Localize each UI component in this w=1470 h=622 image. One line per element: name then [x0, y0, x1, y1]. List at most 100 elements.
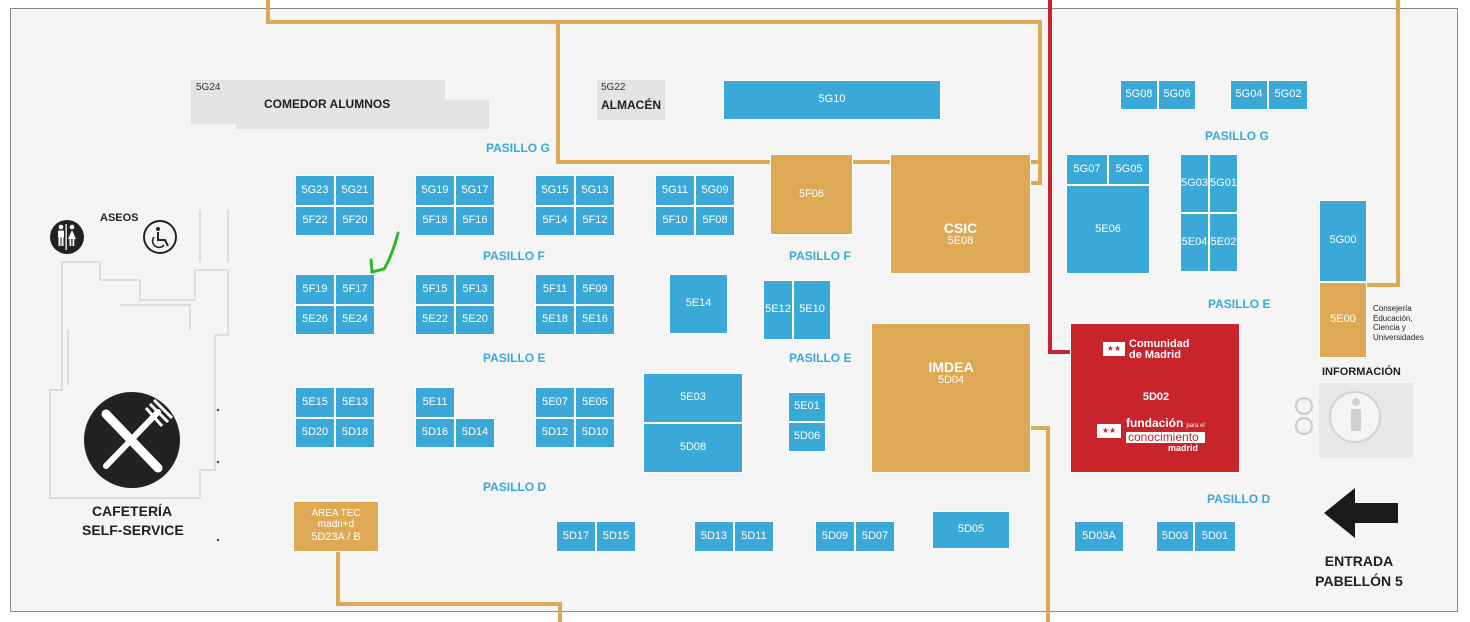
stand-5d11[interactable]: 5D11: [734, 521, 774, 552]
stand-5d10[interactable]: 5D10: [575, 418, 615, 448]
stand-5d05[interactable]: 5D05: [932, 511, 1010, 549]
stand-csic-name: CSIC: [943, 219, 978, 236]
stand-5e11[interactable]: 5E11: [415, 387, 455, 418]
stand-5d07[interactable]: 5D07: [855, 521, 895, 552]
fundacion-word: fundación: [1126, 416, 1184, 430]
stand-5f15[interactable]: 5F15: [415, 274, 455, 305]
stand-5f10[interactable]: 5F10: [655, 206, 695, 236]
stand-5g06[interactable]: 5G06: [1158, 80, 1196, 110]
area-tec-title: ÁREA TEC: [311, 508, 361, 520]
stand-5d16[interactable]: 5D16: [415, 418, 455, 448]
stand-5f06[interactable]: 5F06: [770, 154, 853, 235]
stand-5f08[interactable]: 5F08: [695, 206, 735, 236]
stand-5g17[interactable]: 5G17: [455, 175, 495, 206]
cafeteria-label-2: SELF-SERVICE: [82, 522, 184, 538]
stand-5e10[interactable]: 5E10: [793, 280, 831, 340]
stand-5e26[interactable]: 5E26: [295, 305, 335, 335]
stand-5e01[interactable]: 5E01: [788, 392, 826, 422]
stand-5e18[interactable]: 5E18: [535, 305, 575, 335]
stand-imdea[interactable]: IMDEA 5D04: [871, 323, 1031, 473]
comunidad-name-1: Comunidad: [1129, 338, 1190, 350]
wheelchair-icon: [143, 220, 177, 254]
stand-5f13[interactable]: 5F13: [455, 274, 495, 305]
stand-5f18[interactable]: 5F18: [415, 206, 455, 236]
stand-5g19[interactable]: 5G19: [415, 175, 455, 206]
fundacion-madrid: madrid: [1168, 443, 1199, 453]
stand-5g02[interactable]: 5G02: [1268, 80, 1308, 110]
stand-area-tec[interactable]: ÁREA TEC madri+d 5D23A / B: [293, 501, 379, 552]
stand-5g13[interactable]: 5G13: [575, 175, 615, 206]
route-line-gold: [266, 0, 1042, 185]
stand-5g07[interactable]: 5G07: [1066, 154, 1108, 185]
stand-5d09[interactable]: 5D09: [815, 521, 855, 552]
stand-5e22[interactable]: 5E22: [415, 305, 455, 335]
almacen-code-label: 5G22: [601, 82, 626, 93]
stand-5g05[interactable]: 5G05: [1108, 154, 1150, 185]
stand-5f09[interactable]: 5F09: [575, 274, 615, 305]
stand-comunidad-code: 5D02: [1142, 391, 1170, 403]
building-outline: [49, 210, 229, 499]
stand-5g23[interactable]: 5G23: [295, 175, 335, 206]
stand-5d17[interactable]: 5D17: [556, 521, 596, 552]
corridor-e-label: PASILLO E: [789, 351, 852, 365]
stand-5f19[interactable]: 5F19: [295, 274, 335, 305]
stand-5e07[interactable]: 5E07: [535, 387, 575, 418]
stand-5f16[interactable]: 5F16: [455, 206, 495, 236]
stand-5d03[interactable]: 5D03: [1156, 521, 1194, 552]
stand-5g01[interactable]: 5G01: [1209, 154, 1238, 213]
consejeria-label: Consejería Educación, Ciencia y Universi…: [1373, 304, 1424, 342]
stand-5d01[interactable]: 5D01: [1194, 521, 1236, 552]
stand-5g21[interactable]: 5G21: [335, 175, 375, 206]
stand-5d08[interactable]: 5D08: [643, 423, 743, 473]
stand-5f11[interactable]: 5F11: [535, 274, 575, 305]
almacen-label: ALMACÉN: [601, 98, 661, 112]
stand-5e12[interactable]: 5E12: [763, 280, 793, 340]
comedor-area-lower: [236, 100, 489, 129]
aseos-label: ASEOS: [100, 212, 139, 224]
stand-5d12[interactable]: 5D12: [535, 418, 575, 448]
stand-csic[interactable]: CSIC 5E08: [890, 154, 1031, 274]
stand-5d14[interactable]: 5D14: [455, 418, 495, 448]
fundacion-para: para el: [1186, 423, 1205, 429]
information-panel: [1295, 383, 1413, 458]
stand-5g04[interactable]: 5G04: [1230, 80, 1268, 110]
stand-5e03[interactable]: 5E03: [643, 373, 743, 423]
stand-5e24[interactable]: 5E24: [335, 305, 375, 335]
stand-comunidad-madrid[interactable]: ★★ Comunidad de Madrid 5D02 ★★ fundación…: [1070, 323, 1240, 473]
stand-5g10[interactable]: 5G10: [723, 80, 941, 120]
stand-imdea-code: 5D04: [937, 373, 965, 386]
stand-5f17[interactable]: 5F17: [335, 274, 375, 305]
almacen-area: [597, 80, 665, 120]
stand-5e13[interactable]: 5E13: [335, 387, 375, 418]
stand-5f22[interactable]: 5F22: [295, 206, 335, 236]
stand-5e15[interactable]: 5E15: [295, 387, 335, 418]
stand-5d15[interactable]: 5D15: [596, 521, 636, 552]
stand-5g00[interactable]: 5G00: [1319, 200, 1367, 282]
stand-5d20[interactable]: 5D20: [295, 418, 335, 448]
stand-5e06[interactable]: 5E06: [1066, 185, 1150, 274]
stand-5e00[interactable]: 5E00: [1319, 282, 1367, 358]
stand-5g15[interactable]: 5G15: [535, 175, 575, 206]
stand-5d13[interactable]: 5D13: [694, 521, 734, 552]
stand-5d18[interactable]: 5D18: [335, 418, 375, 448]
stand-5g03[interactable]: 5G03: [1180, 154, 1209, 213]
stand-5e14[interactable]: 5E14: [669, 274, 728, 334]
route-line-red: [1048, 0, 1070, 354]
stand-5f14[interactable]: 5F14: [535, 206, 575, 236]
stand-5g08[interactable]: 5G08: [1120, 80, 1158, 110]
stand-5g09[interactable]: 5G09: [695, 175, 735, 206]
corridor-d-label: PASILLO D: [483, 480, 547, 494]
stand-5f20[interactable]: 5F20: [335, 206, 375, 236]
stand-5d03a[interactable]: 5D03A: [1074, 521, 1124, 552]
stand-5d06[interactable]: 5D06: [788, 422, 826, 452]
route-line-gold: [1366, 0, 1400, 287]
corridor-g-label: PASILLO G: [486, 141, 550, 155]
stand-5e05[interactable]: 5E05: [575, 387, 615, 418]
stand-5e02[interactable]: 5E02: [1209, 213, 1238, 272]
stand-5e04[interactable]: 5E04: [1180, 213, 1209, 272]
stand-5e16[interactable]: 5E16: [575, 305, 615, 335]
stand-5e20[interactable]: 5E20: [455, 305, 495, 335]
informacion-label: INFORMACIÓN: [1322, 366, 1401, 378]
stand-5g11[interactable]: 5G11: [655, 175, 695, 206]
stand-5f12[interactable]: 5F12: [575, 206, 615, 236]
